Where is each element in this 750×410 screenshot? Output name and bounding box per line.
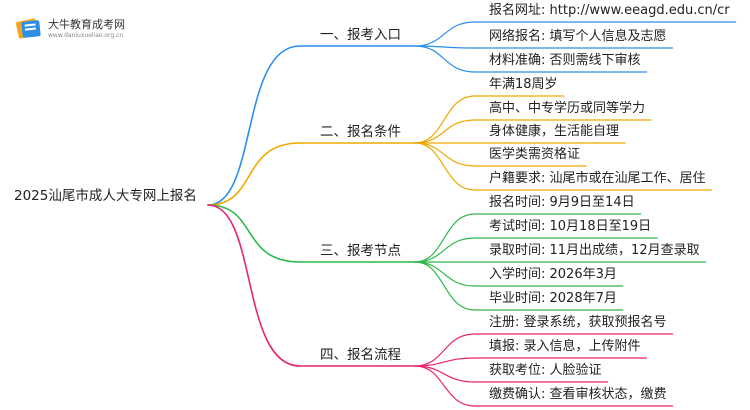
item-connector-1-3 bbox=[414, 45, 476, 73]
branch-connector-3 bbox=[207, 204, 301, 263]
item-node-4-4: 缴费确认: 查看审核状态，缴费 bbox=[489, 387, 667, 402]
item-connector-3-5 bbox=[414, 261, 476, 311]
item-connector-2-4 bbox=[414, 142, 476, 167]
item-node-2-3: 身体健康，生活能自理 bbox=[489, 124, 620, 139]
item-connector-3-4 bbox=[414, 261, 476, 287]
item-node-2-4: 医学类需资格证 bbox=[489, 147, 581, 162]
branch-connector-2 bbox=[207, 142, 301, 206]
logo-title: 大牛教育成考网 bbox=[48, 18, 125, 31]
item-connector-4-2 bbox=[414, 357, 476, 367]
logo: 大牛教育成考网 www.daniuxueliao.org.cn bbox=[14, 14, 132, 44]
item-node-4-1: 注册: 登录系统，获取预报名号 bbox=[489, 315, 667, 330]
root-node: 2025汕尾市成人大专网上报名 bbox=[14, 188, 197, 204]
item-connector-4-3 bbox=[414, 365, 476, 383]
item-node-3-4: 入学时间: 2026年3月 bbox=[489, 267, 617, 282]
item-connector-3-1 bbox=[414, 213, 476, 263]
item-node-2-2: 高中、中专学历或同等学力 bbox=[489, 101, 646, 116]
category-node-4: 四、报名流程 bbox=[320, 347, 401, 363]
logo-url: www.daniuxueliao.org.cn bbox=[48, 32, 124, 39]
item-connector-2-5 bbox=[414, 142, 476, 191]
item-connector-1-1 bbox=[414, 21, 476, 47]
item-node-3-1: 报名时间: 9月9日至14日 bbox=[489, 195, 635, 210]
item-node-2-5: 户籍要求: 汕尾市或在汕尾工作、居住 bbox=[489, 171, 706, 186]
branch-connector-1 bbox=[207, 45, 301, 206]
item-node-3-5: 毕业时间: 2028年7月 bbox=[489, 291, 617, 306]
item-node-1-1: 报名网址: http://www.eeagd.edu.cn/cr bbox=[489, 3, 730, 18]
branch-connector-4 bbox=[207, 204, 301, 367]
item-node-4-2: 填报: 录入信息，上传附件 bbox=[489, 339, 641, 354]
item-connector-4-4 bbox=[414, 365, 476, 407]
item-connector-2-2 bbox=[414, 119, 476, 144]
item-connector-2-1 bbox=[414, 95, 476, 144]
item-connector-3-2 bbox=[414, 237, 476, 263]
item-node-4-3: 获取考位: 人脸验证 bbox=[489, 363, 602, 378]
item-node-3-3: 录取时间: 11月出成绩，12月查录取 bbox=[489, 243, 700, 258]
item-node-1-3: 材料准确: 否则需线下审核 bbox=[489, 53, 641, 68]
category-node-1: 一、报考入口 bbox=[320, 27, 401, 43]
item-node-3-2: 考试时间: 10月18日至19日 bbox=[489, 219, 652, 234]
item-node-1-2: 网络报名: 填写个人信息及志愿 bbox=[489, 29, 667, 44]
book-logo-icon bbox=[15, 18, 41, 39]
category-node-2: 二、报名条件 bbox=[320, 124, 401, 140]
category-node-3: 三、报考节点 bbox=[320, 243, 401, 259]
item-node-2-1: 年满18周岁 bbox=[489, 77, 558, 92]
